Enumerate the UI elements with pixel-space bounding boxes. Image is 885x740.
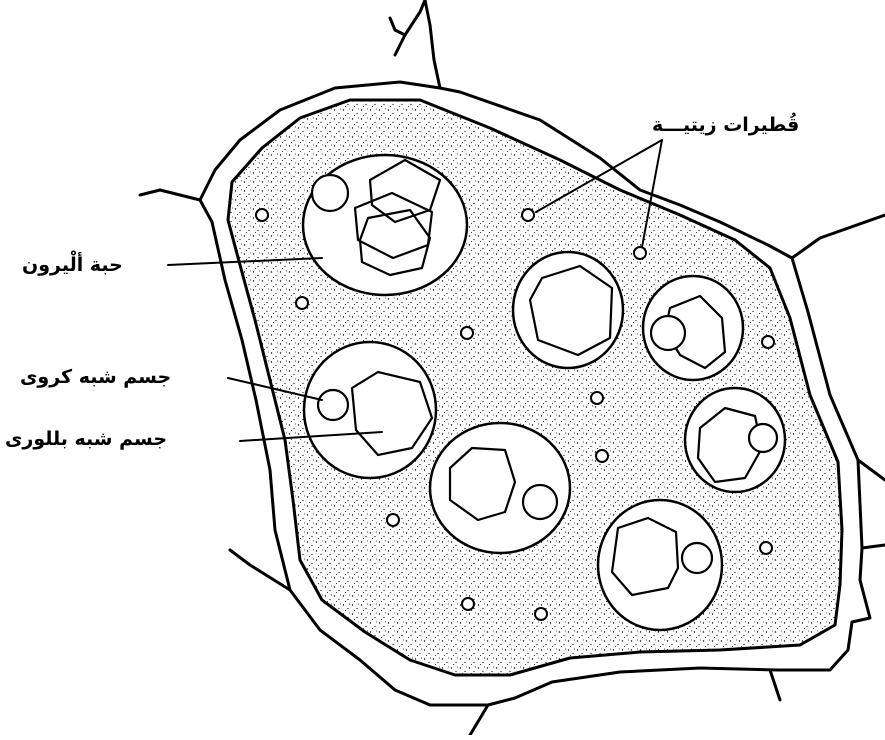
oil-droplet [256,209,268,221]
aleurone-grain-label: حبة ألْيرون [22,254,123,276]
oil-droplets-label: قُطيرات زيتيـــة [652,114,799,136]
globoid [651,316,685,350]
oil-droplet [760,542,772,554]
oil-droplet [387,514,399,526]
oil-droplet [461,327,473,339]
oil-droplet [596,450,608,462]
oil-droplet [591,392,603,404]
globoid [682,543,712,573]
globoid [749,424,777,452]
globoid-label: جسم شبه كروى [20,366,171,388]
crystalloid-label: جسم شبه بللورى [5,428,167,450]
oil-droplet [762,336,774,348]
oil-droplet [634,247,646,259]
globoid [318,390,348,420]
globoid [312,175,348,211]
oil-droplet [522,209,534,221]
oil-droplet [462,598,474,610]
oil-droplet [296,297,308,309]
globoid [523,485,557,519]
oil-droplet [535,608,547,620]
